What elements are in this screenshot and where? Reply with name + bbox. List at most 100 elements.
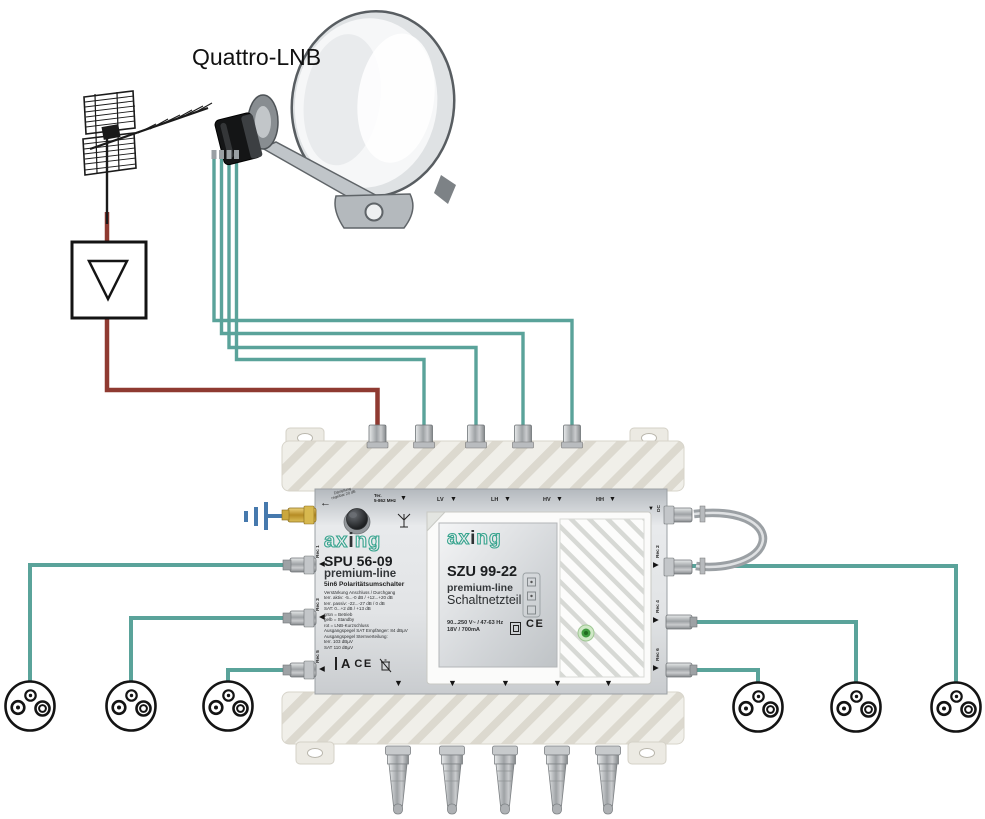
ce-mark: CE [526, 618, 545, 630]
triangle-down-icon: ▼ [400, 495, 407, 502]
triangle-down-icon: ▼ [448, 678, 457, 688]
logo-part: ax [446, 527, 471, 549]
port-label-lv: LV [437, 497, 444, 503]
antenna-outlet [732, 681, 784, 733]
port-rec4 [665, 614, 698, 630]
logo-part: i [348, 530, 355, 552]
input-ter [366, 424, 389, 449]
input-hv [512, 424, 534, 449]
psu-model: SZU 99-22 [447, 564, 518, 580]
satellite-dish [211, 9, 456, 229]
dc-jumper-loop [693, 505, 768, 575]
terminator-2 [439, 745, 465, 815]
double-insulation-inner [512, 624, 519, 632]
terminator-1 [385, 745, 411, 815]
triangle-down-icon: ▼ [501, 678, 510, 688]
port-label-rec6: Rec 6 [656, 648, 661, 661]
multiswitch-subtitle: 5in6 Polaritätsumschalter [324, 581, 405, 588]
triangle-right-icon: ▶ [653, 615, 659, 624]
axing-logo: axing [446, 527, 502, 550]
triangle-down-icon: ▼ [394, 678, 403, 688]
psu-label-plate [438, 522, 558, 668]
power-supply-unit [426, 511, 652, 685]
left-output-connectors [281, 505, 317, 680]
dish-foot-hole [364, 202, 384, 222]
ground-symbol [244, 502, 294, 530]
port-label-lh: LH [491, 497, 499, 503]
psu-status-led [577, 624, 595, 642]
terminator-4 [544, 745, 570, 815]
port-rec5 [282, 660, 317, 680]
axing-logo: axing [323, 529, 381, 553]
port-rec3 [282, 608, 317, 628]
ter-line1: Ter. [374, 493, 382, 498]
port-label-dc: DC [657, 505, 662, 512]
port-label-hh: HH [596, 497, 604, 503]
triangle-right-icon: ▶ [653, 663, 659, 672]
triangle-down-icon: ▼ [648, 506, 654, 512]
ce-mark: CE [354, 657, 373, 670]
psu-series: premium-line [447, 582, 513, 594]
multiswitch-spec-text: Verstärkung Anschluss / Durchgang terr. … [324, 590, 408, 650]
port-dc [663, 505, 693, 525]
input-connectors [366, 424, 583, 449]
triangle-down-icon: ▼ [553, 678, 562, 688]
triangle-down-icon: ▼ [504, 496, 511, 503]
amplifier-triangle-symbol [86, 259, 130, 302]
ground-connector [281, 505, 317, 525]
triangle-left-icon: ◀ [319, 612, 325, 621]
quattro-lnb-label: Quattro-LNB [192, 44, 322, 70]
ter-line2: 5-862 MHz [374, 498, 397, 503]
triangle-right-icon: ▶ [653, 560, 659, 569]
ground-wire [268, 514, 294, 518]
logo-part: i [470, 528, 477, 549]
sat-cables [212, 158, 574, 432]
approval-a-mark: A [341, 656, 351, 671]
certification-marks: A CE [335, 656, 373, 671]
attenuation-knob [343, 508, 371, 535]
multiswitch-model: SPU 56-09 [324, 553, 393, 569]
right-output-connectors [663, 505, 768, 678]
antenna-outlet [202, 680, 254, 732]
antenna-outlet [105, 680, 157, 732]
dish-rim-bracket [434, 175, 456, 204]
psu-type: Schaltnetzteil [447, 593, 522, 607]
triangle-down-icon: ▼ [609, 496, 616, 503]
triangle-left-icon: ◀ [319, 559, 325, 568]
lnb-cable-collars [211, 150, 239, 159]
port-label-rec3: Rec 3 [316, 598, 321, 611]
terr-antenna-icon [397, 513, 411, 528]
port-rec6 [665, 662, 698, 678]
psu-connector-pictogram [522, 572, 541, 618]
input-lh [465, 424, 487, 449]
psu-ratings: 90...250 V~ / 47-63 Hz 18V / 700mA [447, 620, 504, 633]
input-lv [413, 424, 435, 449]
logo-part: ax [323, 529, 349, 552]
terminator-3 [492, 745, 518, 815]
logo-part: ng [476, 527, 502, 549]
input-hh [561, 424, 583, 449]
port-rec1 [282, 555, 317, 575]
port-label-ter: Ter. 5-862 MHz [374, 493, 396, 503]
port-label-rec4: Rec 4 [656, 600, 661, 613]
triangle-down-icon: ▼ [556, 496, 563, 503]
double-insulation-icon [510, 622, 521, 635]
port-label-rec2: Rec 2 [656, 545, 661, 558]
port-label-hv: HV [543, 497, 551, 503]
terrestrial-antenna [82, 90, 213, 224]
mark-divider [335, 657, 337, 670]
triangle-down-icon: ▼ [450, 496, 457, 503]
terrestrial-amplifier [70, 240, 148, 320]
triangle-down-icon: ▼ [604, 678, 613, 688]
port-label-rec1: Rec 1 [316, 545, 321, 558]
multiswitch-series: premium-line [324, 568, 397, 580]
port-label-rec5: Rec 5 [316, 650, 321, 663]
arrow-left-icon: ← [320, 497, 331, 509]
outlet-cables [28, 563, 958, 684]
weee-bin-icon [379, 658, 392, 673]
psu-vent-grille [559, 518, 645, 678]
antenna-outlet [930, 681, 982, 733]
port-rec2 [663, 557, 693, 577]
